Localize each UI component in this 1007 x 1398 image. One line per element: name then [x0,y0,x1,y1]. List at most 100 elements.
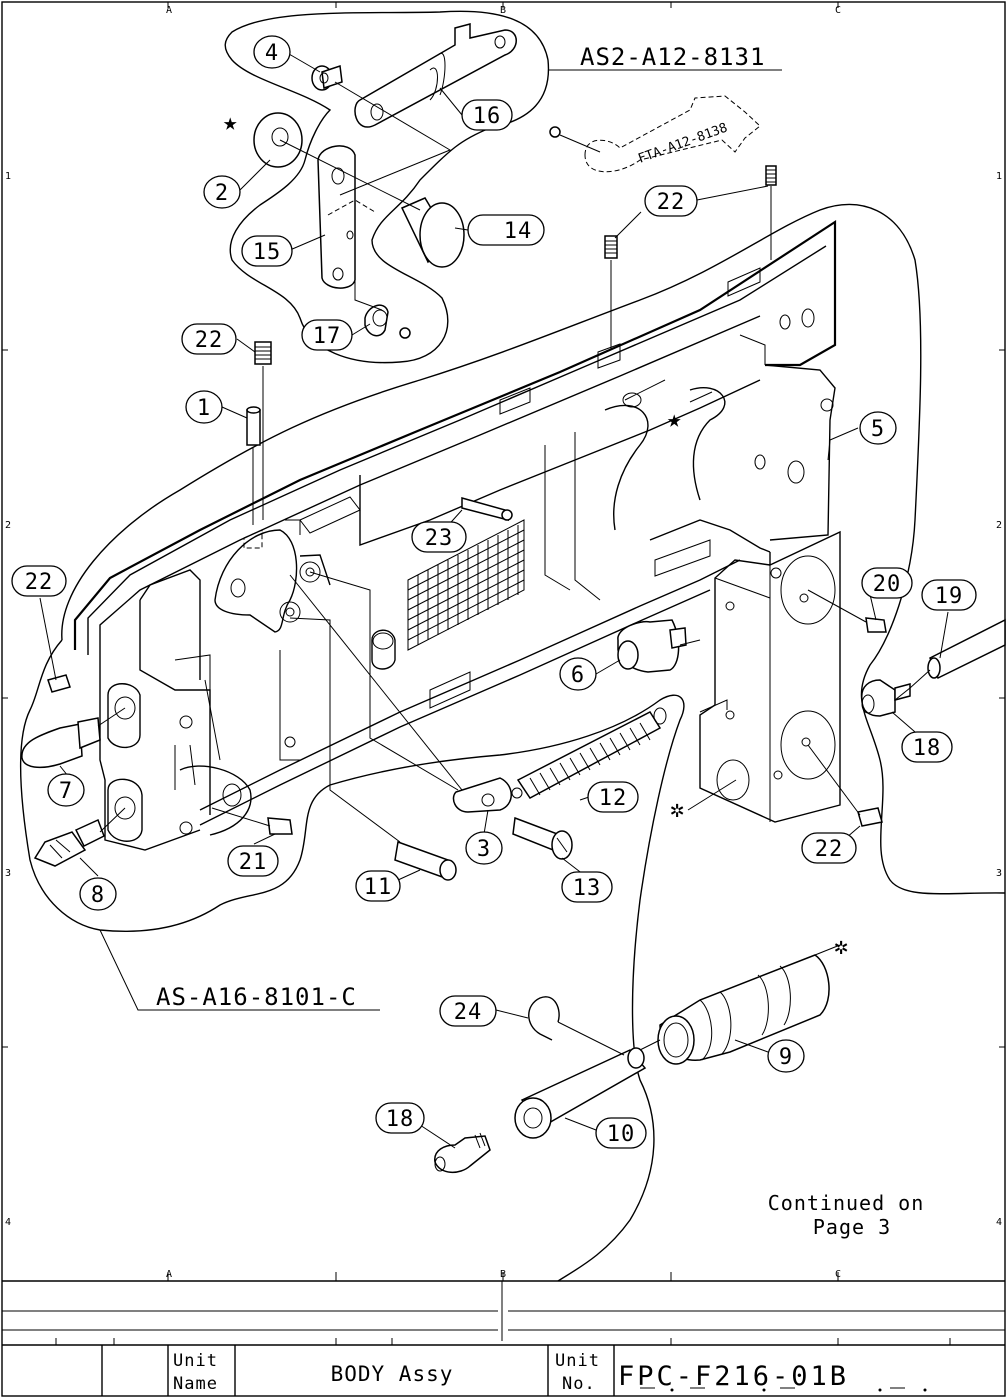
callout-12: 12 [588,782,638,812]
grid-col-a-top: A [166,5,172,16]
unit-name-label-line-2: Name [173,1374,218,1394]
callout-22-top-right: 22 [645,186,697,216]
grid-col-b-top: B [500,5,506,16]
sparkle-symbol-cylinder: ✲ [834,932,849,960]
set-screw-22-left [48,675,70,692]
callout-5: 5 [860,412,896,444]
grid-col-c-bottom: C [835,1269,841,1280]
unit-name-label-line-1: Unit [173,1351,218,1371]
svg-text:20: 20 [873,572,902,597]
callout-2: 2 [204,176,240,208]
callout-13: 13 [562,872,612,902]
grid-labels: A B C A B C 1 2 3 4 1 2 3 4 [5,5,1002,1280]
pin-23 [462,498,508,520]
callout-14: 14 [468,215,544,245]
retaining-ring-24 [529,997,559,1040]
link-3 [453,778,522,812]
svg-text:22: 22 [25,570,54,595]
svg-text:12: 12 [599,786,628,811]
svg-text:17: 17 [313,324,342,349]
svg-text:18: 18 [913,736,942,761]
continued-note: Continued on Page 3 [768,1191,925,1239]
nozzle-8 [35,820,104,866]
svg-text:18: 18 [386,1107,415,1132]
set-screw-22-mid [605,236,617,350]
set-screw-21-left [268,818,292,834]
assembly-label-upper: AS2-A12-8131 [580,43,765,71]
callout-4: 4 [254,36,290,68]
nozzle-7 [22,718,100,767]
grid-col-b-bottom: B [500,1269,506,1280]
unit-no-label-line-1: Unit [555,1351,600,1371]
right-end-block [700,532,840,822]
reference-part-label: FTA-A12-8138 [636,121,729,167]
unit-name-value: BODY Assy [331,1362,454,1386]
spring-12 [518,708,666,798]
callout-22-right: 22 [802,833,856,863]
callout-1: 1 [186,391,222,423]
svg-text:3: 3 [477,837,491,862]
callout-21-right: 20 [862,568,912,598]
grid-row-1-right: 1 [996,171,1002,182]
callout-22-top-left: 22 [182,324,236,354]
callout-22-left: 22 [12,566,66,596]
callouts: 4 16 2 15 14 17 22 22 1 5 23 22 20 19 6 … [12,36,976,1148]
assembly-boundaries [21,11,1005,1281]
grid-row-3-right: 3 [996,868,1002,879]
svg-text:5: 5 [871,417,885,442]
callout-7: 7 [48,774,84,806]
grid-row-4-right: 4 [996,1217,1002,1228]
svg-text:16: 16 [473,104,502,129]
callout-10: 10 [596,1118,646,1148]
svg-text:9: 9 [779,1045,793,1070]
callout-23: 23 [412,522,466,552]
svg-text:2: 2 [215,181,229,206]
set-screw-22-top-right [766,166,776,260]
plug-6 [618,620,686,672]
set-screw-22-right [858,808,882,826]
sparkle-symbol-body: ✲ [670,795,685,823]
svg-text:10: 10 [607,1122,636,1147]
callout-15: 15 [242,236,292,266]
fitting-18 [862,680,910,716]
grid-row-1-left: 1 [5,171,11,182]
star-symbol-upper: ★ [223,108,238,136]
svg-text:21: 21 [239,850,268,875]
cylinder-9 [658,945,840,1064]
unit-no-label-line-2: No. [562,1374,596,1394]
svg-text:15: 15 [253,240,282,265]
callout-16: 16 [462,100,512,130]
fitting-19 [435,1133,490,1172]
callout-3: 3 [466,832,502,864]
svg-text:1: 1 [197,396,211,421]
grid-row-2-right: 2 [996,520,1002,531]
grid-col-a-bottom: A [166,1269,172,1280]
svg-text:6: 6 [571,663,585,688]
callout-19: 18 [376,1103,424,1133]
star-symbol-body: ★ [667,405,682,433]
svg-text:24: 24 [454,1000,483,1025]
note-line-2: Page 3 [813,1215,891,1239]
set-screw-21-right [866,618,886,632]
screw-13 [513,818,572,859]
pin-1 [247,410,260,445]
svg-text:22: 22 [815,837,844,862]
tube-20 [928,620,1005,678]
title-block: Unit Name BODY Assy Unit No. FPC-F216-01… [2,1281,1005,1396]
svg-text:7: 7 [59,779,73,804]
callout-24: 24 [440,996,496,1026]
svg-text:8: 8 [91,883,105,908]
svg-text:19: 19 [935,584,964,609]
upper-lever-assembly [254,24,760,338]
svg-text:22: 22 [657,190,686,215]
callout-20: 19 [922,580,976,610]
svg-text:4: 4 [265,41,279,66]
loose-parts: ★ ★ ✲ ✲ [22,108,1005,1172]
unit-no-value: FPC-F216-01B [618,1361,849,1392]
grid-row-3-left: 3 [5,868,11,879]
note-line-1: Continued on [768,1191,925,1215]
svg-text:14: 14 [504,219,533,244]
callout-18: 18 [902,732,952,762]
grid-row-4-left: 4 [5,1217,11,1228]
